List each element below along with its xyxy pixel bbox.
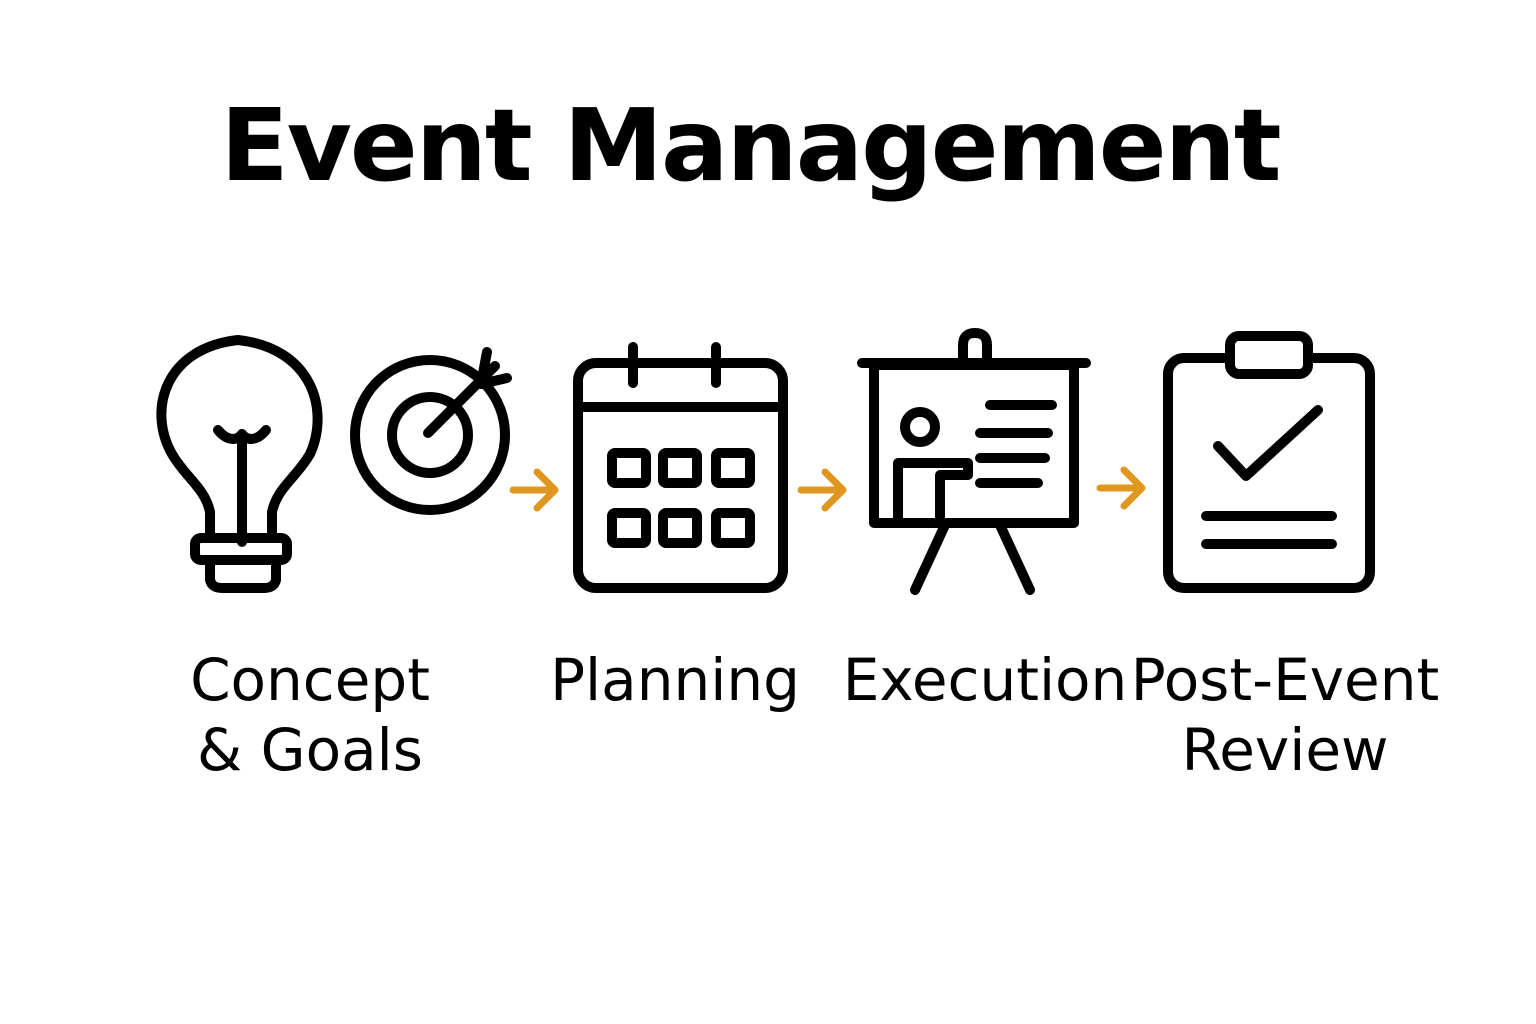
label-line: Concept [190,646,430,714]
label-line: Review [1181,716,1389,784]
label-line: Execution [842,646,1128,714]
calendar-icon [573,342,788,593]
step-label-concept-goals: Concept & Goals [160,645,460,785]
clipboard-check-icon [1163,331,1375,593]
arrow-head [1120,466,1146,510]
label-line: Planning [550,646,800,714]
arrow-head [821,468,847,512]
arrow-right-icon [509,468,559,512]
lightbulb-icon [156,335,323,593]
arrow-right-icon [797,468,847,512]
arrow-right-icon [1096,466,1146,510]
step-label-planning: Planning [530,645,820,715]
presentation-board-icon [857,328,1091,595]
arrow-head [533,468,559,512]
label-line: Post-Event [1130,646,1440,714]
target-icon [350,347,512,515]
diagram-title: Event Management [220,87,1281,204]
step-label-post-event-review: Post-Event Review [1130,645,1440,785]
label-line: & Goals [197,716,423,784]
step-label-execution: Execution [840,645,1130,715]
